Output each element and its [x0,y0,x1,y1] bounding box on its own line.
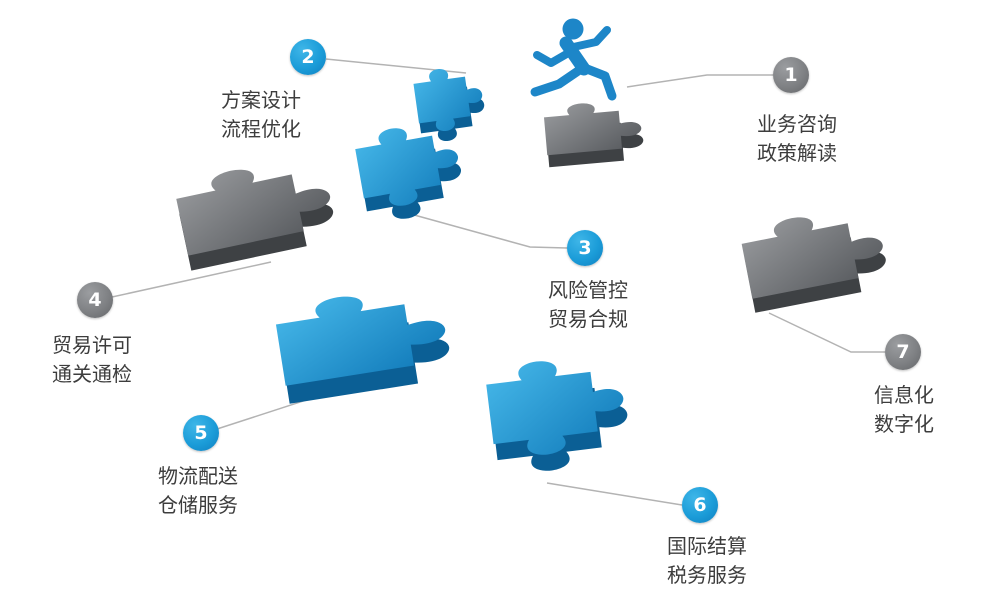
badge-5: 5 [183,415,219,451]
label-3-line-2: 贸易合规 [548,307,628,331]
leader-line-4 [111,261,272,298]
running-person-icon [530,18,617,101]
label-4: 贸易许可 通关通检 [52,331,132,389]
label-6-line-2: 税务服务 [667,563,747,587]
label-7-line-1: 信息化 [874,383,934,407]
badge-7: 7 [885,334,921,370]
label-7: 信息化 数字化 [874,381,934,439]
badge-1: 1 [773,57,809,93]
label-4-line-1: 贸易许可 [52,333,132,357]
puzzle-piece-1 [543,98,645,168]
label-4-line-2: 通关通检 [52,362,132,386]
label-7-line-2: 数字化 [874,412,934,436]
leader-line-1 [626,74,773,88]
badge-3: 3 [567,230,603,266]
label-6: 国际结算 税务服务 [667,532,747,590]
label-5: 物流配送 仓储服务 [158,462,238,520]
leader-line-7 [768,312,885,353]
label-1-line-1: 业务咨询 [757,112,837,136]
badge-2: 2 [290,39,326,75]
puzzle-piece-5 [273,281,455,404]
badge-6: 6 [682,487,718,523]
leader-line-6 [546,482,683,506]
label-5-line-1: 物流配送 [158,464,238,488]
puzzle-piece-7 [738,202,892,313]
label-2-line-1: 方案设计 [221,88,301,112]
label-2-line-2: 流程优化 [221,117,301,141]
leader-line-3 [406,212,568,249]
puzzle-piece-4 [172,151,340,271]
label-2: 方案设计 流程优化 [221,86,301,144]
label-3: 风险管控 贸易合规 [548,276,628,334]
label-3-line-1: 风险管控 [548,278,628,302]
label-1: 业务咨询 政策解读 [757,110,837,168]
badge-4: 4 [77,282,113,318]
puzzle-piece-2 [411,63,489,145]
label-5-line-2: 仓储服务 [158,493,238,517]
label-1-line-2: 政策解读 [757,141,837,165]
label-6-line-1: 国际结算 [667,534,747,558]
puzzle-piece-6 [484,351,633,477]
